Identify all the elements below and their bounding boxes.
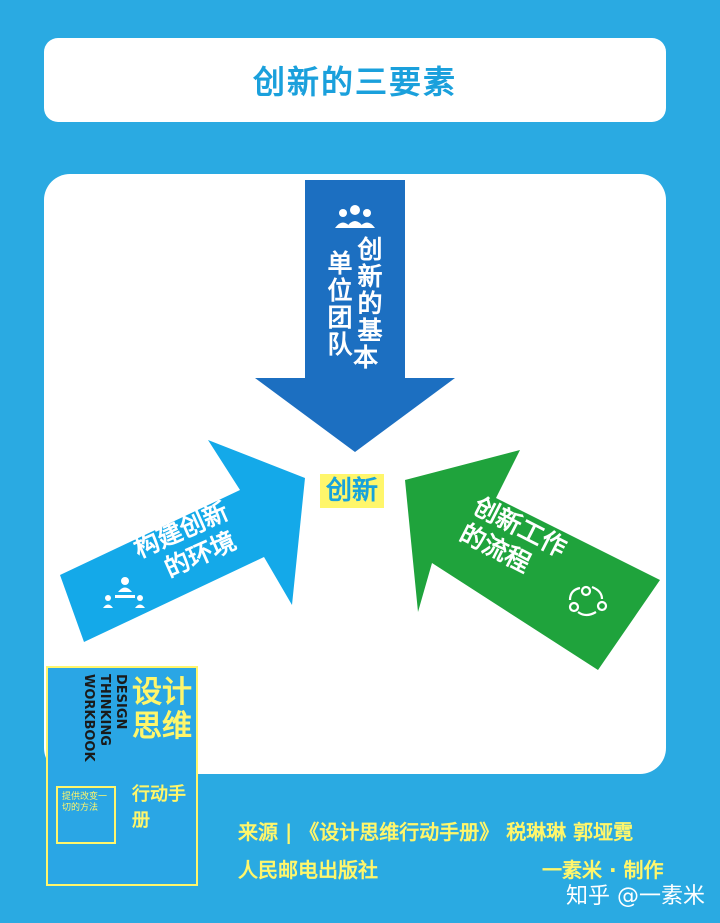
book-en-line: THINKING [97, 674, 112, 746]
team-icon [335, 205, 375, 228]
book-english-title: DESIGN THINKING WORKBOOK [48, 668, 133, 778]
book-cover: DESIGN THINKING WORKBOOK 设计 思维 行动手册 提供改变… [46, 666, 198, 886]
book-en-line: WORKBOOK [81, 674, 96, 762]
workflow-icon [568, 585, 608, 617]
watermark: 知乎 @一素米 [566, 884, 705, 909]
page-title: 创新的三要素 [252, 63, 457, 101]
arrow-team: 创新的基本 单位团队 [255, 180, 455, 452]
arrow-workflow: 创新工作的流程 [405, 450, 660, 670]
arrow-environment: 构建创新的环境 [60, 440, 305, 642]
book-chinese-title: 设计 思维 [132, 676, 196, 744]
title-card: 创新的三要素 [44, 38, 666, 122]
book-note: 提供改变一切的方法 [56, 786, 116, 844]
book-subtitle: 行动手册 [132, 784, 186, 831]
meeting-icon [103, 577, 145, 608]
book-en-line: DESIGN [113, 674, 128, 730]
credit: 一素米 · 制作 [542, 858, 664, 882]
svg-text:创新的基本 单位团队: 创新的基本 单位团队 [327, 235, 386, 372]
source-line: 来源 | 《设计思维行动手册》 税琳琳 郭垭霓 [238, 820, 634, 844]
publisher: 人民邮电出版社 [238, 858, 378, 882]
book-cn-line: 思维 [132, 709, 192, 744]
center-label: 创新 [320, 474, 385, 508]
book-cn-line: 设计 [132, 675, 192, 710]
